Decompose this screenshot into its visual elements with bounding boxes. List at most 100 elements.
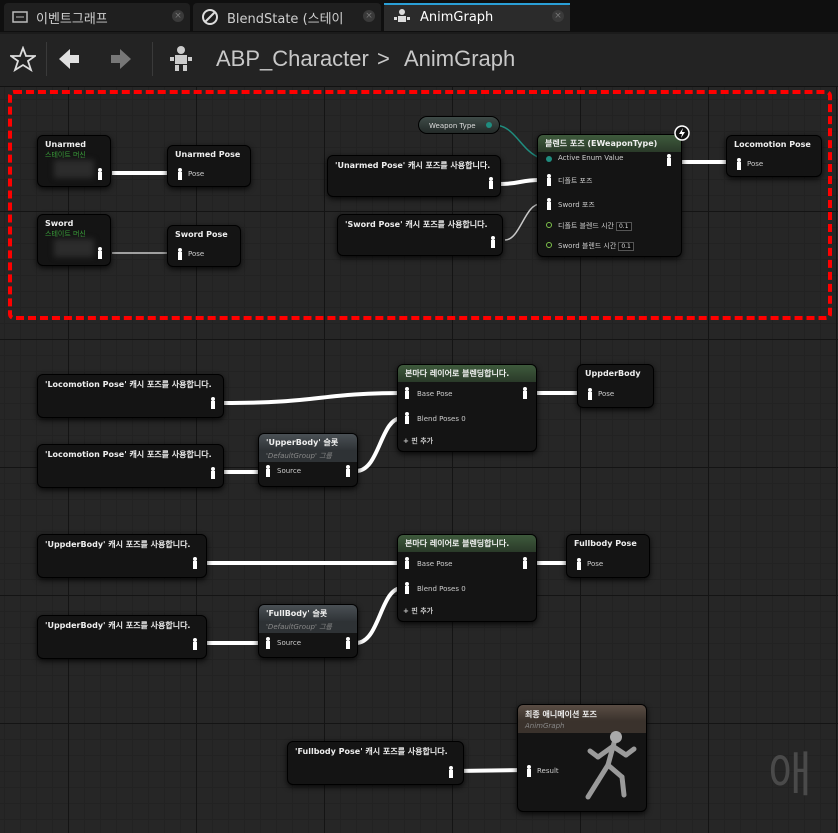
node-output-pose[interactable]: 최종 애니메이션 포즈 AnimGraph Result [517,704,647,812]
tab-event-graph[interactable]: 이벤트그래프 × [4,3,190,31]
animgraph-icon [394,9,410,22]
pose-pin-icon[interactable] [666,154,672,166]
node-save-cached-pose[interactable]: Unarmed Pose Pose [167,145,251,187]
pin-label: Pose [598,390,615,398]
enum-pin-icon[interactable] [486,122,492,128]
pose-pin-icon[interactable] [546,198,552,210]
arrow-right-icon [111,49,131,69]
node-slot[interactable]: 'FullBody' 슬롯 'DefaultGroup' 그룹 Source [258,604,358,658]
breadcrumb-root[interactable]: ABP_Character [216,46,369,71]
pose-pin-icon[interactable] [488,177,494,189]
graph-toolbar: ABP_Character > AnimGraph [0,34,838,87]
close-icon[interactable]: × [363,10,375,22]
pose-pin-icon[interactable] [265,637,271,649]
close-icon[interactable]: × [172,10,184,22]
pose-pin-icon[interactable] [177,168,183,180]
node-title: Fullbody Pose [574,539,637,548]
enum-pin-icon[interactable] [546,156,552,162]
blend-time-input[interactable]: 0.1 [615,222,632,231]
node-subtitle: 'DefaultGroup' 그룹 [259,621,357,633]
pose-pin-icon[interactable] [526,765,532,777]
pose-pin-icon[interactable] [490,236,496,248]
node-slot[interactable]: 'UpperBody' 슬롯 'DefaultGroup' 그룹 Source [258,433,358,487]
node-blend-poses-by-enum[interactable]: 블렌드 포즈 (EWeaponType) Active Enum Value 디… [537,134,682,257]
highlight-box [8,90,832,320]
pose-pin-icon[interactable] [522,557,528,569]
node-title: Locomotion Pose [734,140,811,149]
node-save-cached-pose[interactable]: UppderBody Pose [577,364,654,408]
node-use-cached-pose[interactable]: 'UppderBody' 캐시 포즈를 사용합니다. [37,534,207,578]
node-layered-blend-per-bone[interactable]: 본마다 레이어로 블렌딩합니다. Base Pose Blend Poses 0… [397,364,537,452]
pin-label: Blend Poses 0 [417,585,466,593]
node-sword-state-machine[interactable]: Sword 스테이트 머신 [37,214,111,266]
node-save-cached-pose[interactable]: Locomotion Pose Pose [726,135,822,177]
pose-pin-icon[interactable] [192,557,198,569]
variable-label: Weapon Type [429,122,476,130]
pin-label: Base Pose [417,390,453,398]
forward-button[interactable] [104,42,138,76]
pose-pin-icon[interactable] [345,465,351,477]
node-thumbnail [54,239,94,257]
pose-pin-icon[interactable] [404,582,410,594]
float-pin-icon[interactable] [546,242,552,248]
node-layered-blend-per-bone[interactable]: 본마다 레이어로 블렌딩합니다. Base Pose Blend Poses 0… [397,534,537,622]
pose-pin-icon[interactable] [736,158,742,170]
pin-label: Pose [188,170,205,178]
pose-pin-icon[interactable] [522,387,528,399]
pose-pin-icon[interactable] [404,412,410,424]
pin-label: Pose [188,250,205,258]
pose-pin-icon[interactable] [192,638,198,650]
pose-pin-icon[interactable] [210,467,216,479]
pose-pin-icon[interactable] [97,247,103,259]
add-pin-button[interactable]: + 핀 추가 [403,437,434,445]
node-title: 'Fullbody Pose' 캐시 포즈를 사용합니다. [295,747,448,756]
tab-bar: 이벤트그래프 × BlendState (스테이 × AnimGraph × [0,0,838,32]
tab-blendstate[interactable]: BlendState (스테이 × [193,3,381,31]
node-thumbnail [54,160,94,178]
toolbar-divider [152,42,153,76]
breadcrumb-current[interactable]: AnimGraph [404,46,516,71]
float-pin-icon[interactable] [546,222,552,228]
node-use-cached-pose[interactable]: 'Locomotion Pose' 캐시 포즈를 사용합니다. [37,374,224,418]
tab-label: BlendState (스테이 [227,11,344,27]
node-use-cached-pose[interactable]: 'UppderBody' 캐시 포즈를 사용합니다. [37,615,207,659]
node-unarmed-state-machine[interactable]: Unarmed 스테이트 머신 [37,135,111,187]
node-title: 본마다 레이어로 블렌딩합니다. [398,535,536,552]
blend-time-input[interactable]: 0.1 [618,242,634,251]
node-save-cached-pose[interactable]: Sword Pose Pose [167,225,241,267]
character-icon [170,46,192,71]
tab-animgraph[interactable]: AnimGraph × [384,3,570,31]
pose-pin-icon[interactable] [345,637,351,649]
node-title: 'UpperBody' 슬롯 [259,434,357,451]
node-use-cached-pose[interactable]: 'Fullbody Pose' 캐시 포즈를 사용합니다. [287,741,464,785]
pose-pin-icon[interactable] [210,397,216,409]
weapon-type-variable[interactable]: Weapon Type [418,116,500,134]
add-pin-button[interactable]: + 핀 추가 [403,607,434,615]
pose-pin-icon[interactable] [97,168,103,180]
node-use-cached-pose[interactable]: 'Locomotion Pose' 캐시 포즈를 사용합니다. [37,444,224,488]
node-title: Sword Pose [175,230,228,239]
pose-pin-icon[interactable] [177,248,183,260]
node-save-cached-pose[interactable]: Fullbody Pose Pose [566,534,650,578]
pin-label: Sword 포즈 [558,201,595,209]
pose-pin-icon[interactable] [448,766,454,778]
favorite-button[interactable] [6,42,40,76]
pose-pin-icon[interactable] [265,465,271,477]
back-button[interactable] [52,42,86,76]
close-icon[interactable]: × [552,10,564,22]
node-title: 'UppderBody' 캐시 포즈를 사용합니다. [45,540,191,549]
pose-pin-icon[interactable] [404,557,410,569]
node-use-cached-pose[interactable]: 'Sword Pose' 캐시 포즈를 사용합니다. [337,214,503,256]
pose-pin-icon[interactable] [587,388,593,400]
pose-pin-icon[interactable] [576,558,582,570]
node-use-cached-pose[interactable]: 'Unarmed Pose' 캐시 포즈를 사용합니다. [327,155,501,197]
node-subtitle: 'DefaultGroup' 그룹 [259,450,357,462]
pose-pin-icon[interactable] [546,174,552,186]
pose-pin-icon[interactable] [404,387,410,399]
node-subtitle: AnimGraph [518,721,646,733]
toolbar-divider [46,42,47,76]
node-title: 블렌드 포즈 (EWeaponType) [538,135,681,152]
node-subtitle: 스테이트 머신 [45,230,86,238]
animgraph-root-icon [164,42,198,76]
